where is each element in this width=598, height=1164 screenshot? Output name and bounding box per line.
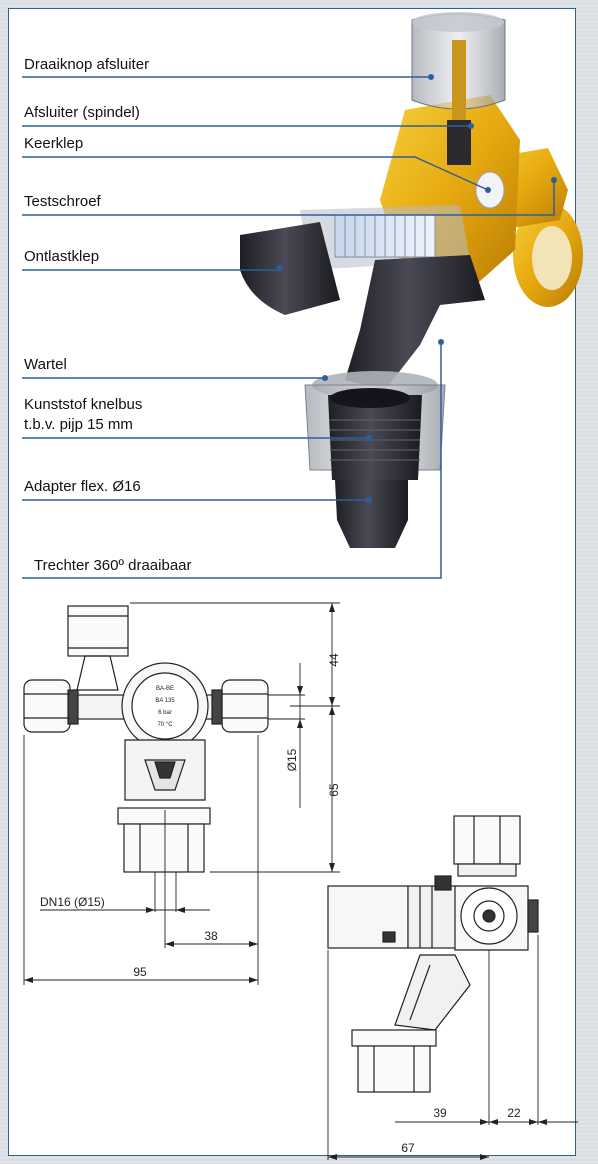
funnel-tube [345,255,485,390]
spindle-seal [447,120,471,165]
label-ontlastklep: Ontlastklep [24,248,100,265]
label-draaiknop: Draaiknop afsluiter [24,56,150,73]
label-knelbus-2: t.b.v. pijp 15 mm [24,416,133,433]
side-view-drawing [327,815,539,1093]
label-trechter: Trechter 360º draaibaar [34,557,192,574]
dial-mark-1: BA-BE [156,686,174,692]
label-adapter: Adapter flex. Ø16 [24,478,141,495]
cutaway-illustration [240,12,583,548]
dim-38: 38 [204,929,218,943]
brass-union-opening [532,226,572,290]
dim-95: 95 [133,965,147,979]
dial-markings: BA-BE BA 135 6 bar 70 °C [155,686,175,728]
side-funnel [394,954,471,1031]
side-relief-cap [327,885,409,949]
side-top-nut [453,815,521,865]
label-testschroef: Testschroef [24,193,101,210]
dim-d15: Ø15 [285,748,299,771]
spindle [452,40,466,125]
label-keerklep: Keerklep [24,135,84,152]
front-union-right [221,679,269,733]
side-bottom-nut [357,1045,431,1093]
relief-valve-cap [240,222,340,315]
front-dimension-lines [23,602,340,985]
dial-mark-3: 6 bar [158,710,172,716]
side-dimension-arrows [328,1119,547,1160]
label-knelbus-1: Kunststof knelbus [24,396,143,413]
front-union-left [23,679,71,733]
dim-dn16: DN16 (Ø15) [40,895,105,909]
front-bottom-nut [123,823,205,873]
leader-lines [22,76,555,579]
dim-39: 39 [433,1106,447,1120]
front-dimension-arrows [24,603,335,983]
dial-mark-2: BA 135 [155,698,175,704]
side-dimension-lines [327,935,578,1160]
label-afsluiter: Afsluiter (spindel) [24,104,140,121]
dial-mark-4: 70 °C [157,722,173,728]
dim-44: 44 [327,653,341,667]
dim-22: 22 [507,1106,521,1120]
dim-65: 65 [327,783,341,797]
dim-67: 67 [401,1141,415,1155]
front-view-drawing [23,605,269,873]
flex-adapter [335,480,408,548]
compression-sleeve [328,395,422,480]
label-wartel: Wartel [24,356,67,373]
